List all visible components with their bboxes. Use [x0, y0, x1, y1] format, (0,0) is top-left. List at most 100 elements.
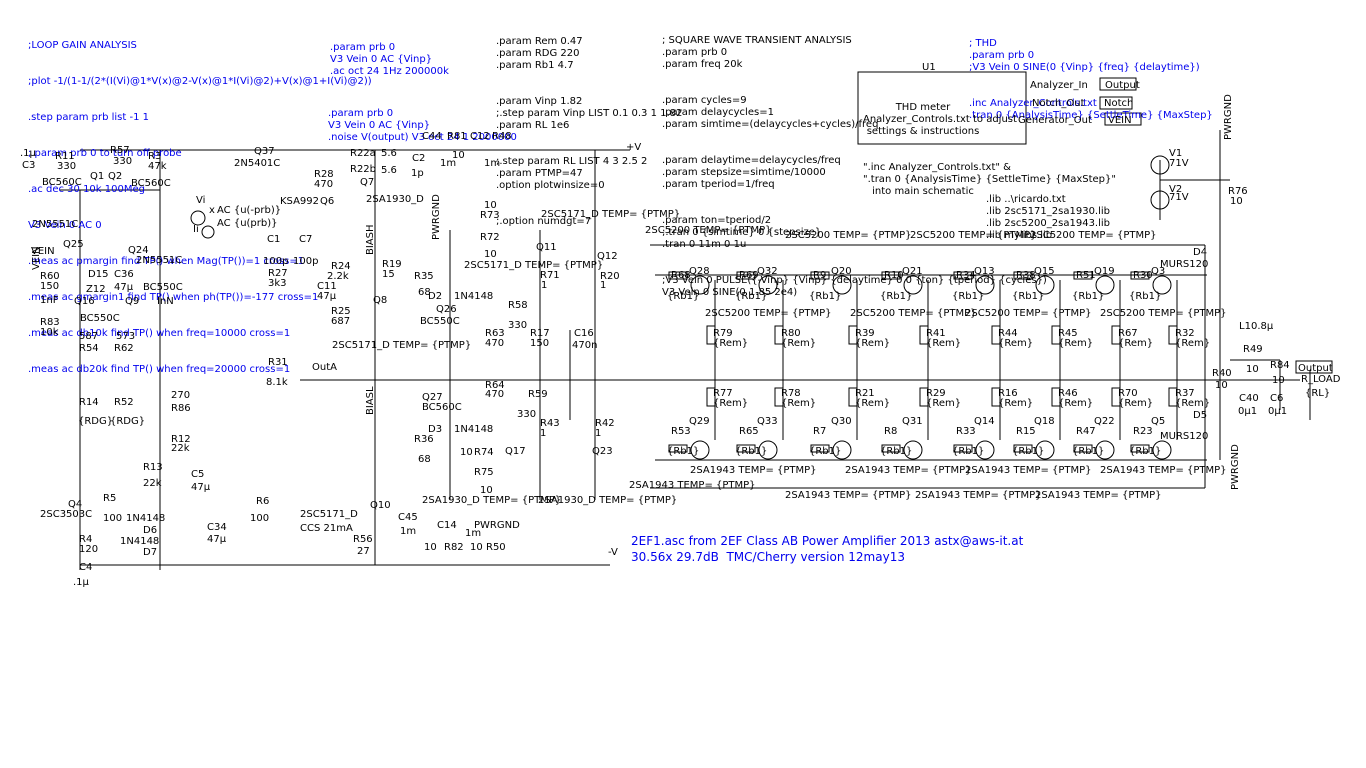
base-resistor-label: R68: [671, 270, 691, 281]
component-label: 71V: [1169, 158, 1189, 169]
base-resistor-label: R9: [813, 270, 827, 281]
loop-gain-line: V3 Vein 0 AC 0: [28, 220, 102, 231]
base-resistor-value: {Rb1}: [809, 291, 842, 302]
component-label: 10k: [40, 327, 59, 338]
device-model-label: 2SA1943 TEMP= {PTMP}: [845, 465, 972, 476]
component-label: 1: [600, 280, 607, 291]
component-label: V2: [1169, 184, 1183, 195]
component-label: 687: [331, 316, 351, 327]
component-label: 3k3: [268, 278, 287, 289]
component-label: 22k: [143, 478, 162, 489]
component-label: MURS120: [1160, 259, 1209, 270]
component-label: 1N4148: [454, 291, 494, 302]
emitter-resistor-symbol: [1168, 325, 1178, 345]
component-label: R3: [148, 151, 162, 162]
component-label: 2SC3503C: [40, 509, 93, 520]
flag-output-box: [1295, 360, 1333, 374]
component-label: R73: [480, 210, 500, 221]
component-label: 5.6: [381, 148, 397, 159]
emitter-resistor-value: {Rem}: [781, 338, 817, 349]
flag-output-box: [1099, 77, 1137, 91]
component-label: R75: [474, 467, 494, 478]
component-label: BC550C: [80, 313, 120, 324]
thd-pin-notch-out: Notch_Out: [1032, 98, 1085, 109]
device-model-label: 2SA1943 TEMP= {PTMP}: [1035, 490, 1162, 501]
component-label: R74: [474, 447, 494, 458]
component-label: R5: [103, 493, 117, 504]
device-model-label: 2SA1943 TEMP= {PTMP}: [785, 490, 912, 501]
loop-gain-line: .step param prb list -1 1: [28, 112, 149, 123]
component-label: V1: [1169, 148, 1183, 159]
component-label: Vi: [196, 195, 206, 206]
component-label: 2N5551C: [32, 219, 79, 230]
component-label: R63: [485, 328, 505, 339]
component-label: R6: [256, 496, 270, 507]
component-label: C12: [470, 131, 490, 142]
params-directive-block: .param Rem 0.47.param RDG 220.param Rb1 …: [496, 36, 683, 227]
power-transistor-symbol: [975, 275, 995, 295]
component-label: 10: [1215, 380, 1228, 391]
transistor-label: Q15: [1034, 266, 1055, 277]
flag-vein-box: [1104, 112, 1142, 126]
component-label: C40: [1239, 393, 1259, 404]
transistor-label: Q20: [831, 266, 852, 277]
component-label: {RDG}: [110, 416, 146, 427]
component-label: 22k: [171, 443, 190, 454]
power-transistor-symbol: [832, 275, 852, 295]
emitter-resistor-symbol: [991, 325, 1001, 345]
emitter-resistor-label: R67: [1118, 328, 1138, 339]
component-label: {RDG}: [78, 416, 114, 427]
component-label: C14: [437, 520, 457, 531]
component-label: 5.6: [381, 165, 397, 176]
emitter-resistor-value: {Rem}: [713, 398, 749, 409]
device-model-label: 2SC5200 TEMP= {PTMP}: [910, 230, 1037, 241]
component-label: 100p: [293, 256, 319, 267]
component-label: 2SA1930_D TEMP= {PTMP}: [538, 495, 678, 506]
component-label: 10: [452, 150, 465, 161]
base-resistor-symbol: [953, 444, 973, 453]
emitter-resistor-value: {Rem}: [998, 398, 1034, 409]
base-resistor-symbol: [1013, 271, 1033, 280]
component-label: Q8: [373, 295, 388, 306]
component-label: 47µ: [114, 282, 134, 293]
component-label: 2N5551C: [136, 255, 183, 266]
component-label: R12: [171, 434, 191, 445]
emitter-resistor-value: {Rem}: [713, 338, 749, 349]
voltage-source-v1: [1150, 155, 1170, 175]
component-label: Q6: [320, 196, 335, 207]
component-label: BC550C: [143, 282, 183, 293]
component-label: R54: [79, 343, 99, 354]
base-resistor-label: R30: [1133, 270, 1153, 281]
device-model-label: 2SC5200 TEMP= {PTMP}: [1030, 230, 1157, 241]
component-label: 10: [484, 249, 497, 260]
base-resistor-symbol: [953, 271, 973, 280]
component-label: R13: [143, 462, 163, 473]
emitter-resistor-label: R46: [1058, 388, 1078, 399]
component-label: 0µ1: [1268, 406, 1288, 417]
component-label: 2SC5171_D TEMP= {PTMP}: [541, 209, 681, 220]
base-resistor-value: {Rb1}: [1072, 446, 1105, 457]
component-label: .1µ: [73, 577, 89, 588]
component-label: C1: [267, 234, 281, 245]
component-label: R81: [447, 131, 467, 142]
component-label: C5: [191, 469, 205, 480]
emitter-resistor-label: R41: [926, 328, 946, 339]
base-resistor-label: R38: [1016, 270, 1036, 281]
base-resistor-symbol: [810, 444, 830, 453]
component-label: 100p: [263, 256, 289, 267]
emitter-resistor-label: R45: [1058, 328, 1078, 339]
component-label: VEIN: [31, 246, 55, 257]
transistor-label: Q28: [689, 266, 710, 277]
component-label: 1m: [484, 158, 501, 169]
schematic-subtitle: 30.56x 29.7dB TMC/Cherry version 12may13: [631, 550, 905, 564]
component-label: R28: [314, 169, 334, 180]
power-transistor-symbol: [690, 440, 710, 460]
device-model-label: 2SA1943 TEMP= {PTMP}: [915, 490, 1042, 501]
base-resistor-label: R34: [956, 270, 976, 281]
component-label: R49: [1243, 344, 1263, 355]
component-label: 1N4148: [126, 513, 166, 524]
emitter-resistor-symbol: [1111, 387, 1121, 407]
component-label: 68: [418, 287, 431, 298]
